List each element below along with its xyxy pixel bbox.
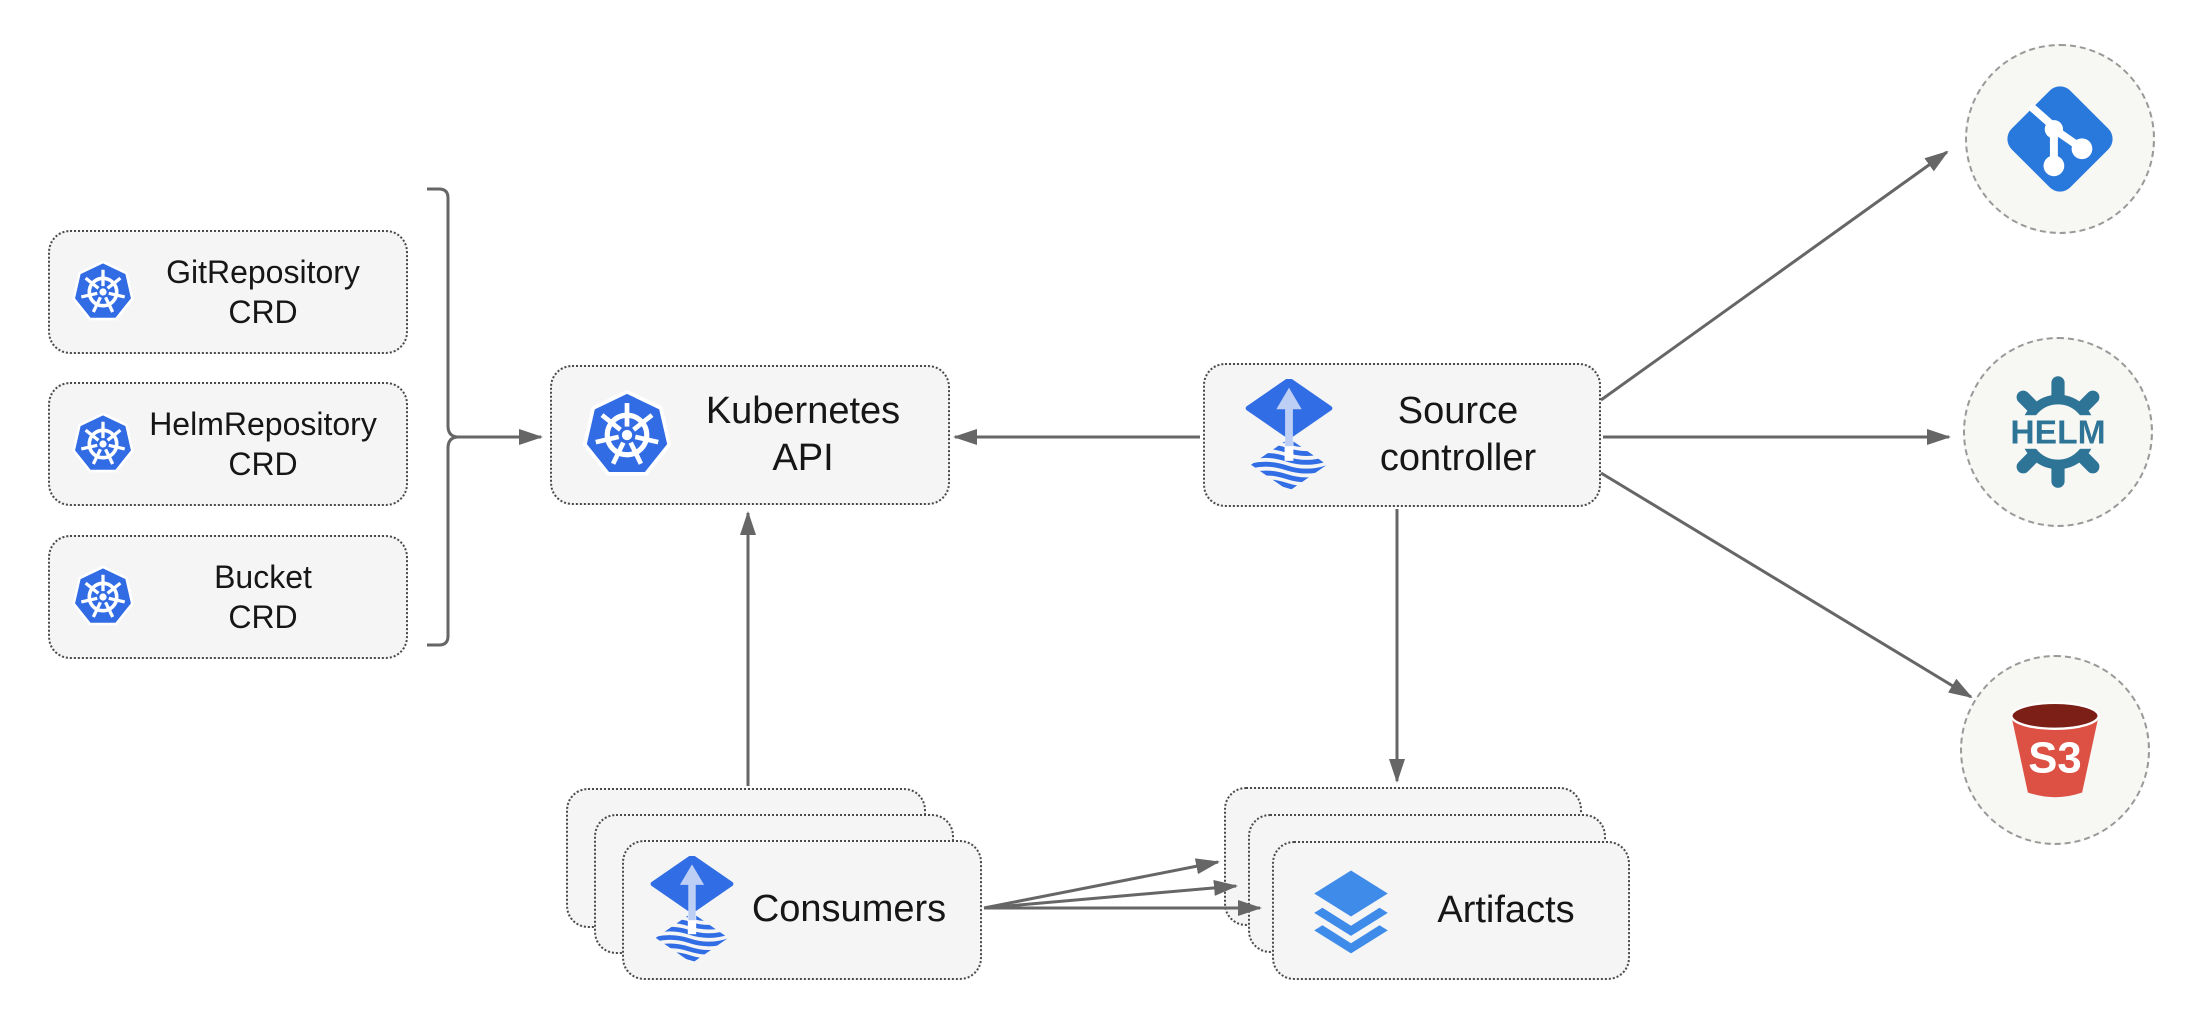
helm-label: HELM (2010, 414, 2105, 451)
node-helmrepository-crd: HelmRepository CRD (48, 382, 408, 506)
kubernetes-icon (580, 386, 674, 484)
s3-label: S3 (2028, 733, 2081, 782)
kubernetes-icon (70, 258, 136, 326)
crd-group-brace (427, 187, 458, 647)
node-consumers: Consumers (622, 840, 982, 980)
flux-icon (650, 856, 734, 964)
endpoint-git (1965, 44, 2155, 234)
source-controller-label: Source controller (1379, 389, 1537, 480)
gitrepository-crd-label: GitRepository CRD (166, 254, 360, 330)
helmrepository-crd-label: HelmRepository CRD (149, 406, 377, 482)
kubernetes-icon (70, 563, 136, 631)
node-artifacts: Artifacts (1272, 841, 1630, 980)
node-bucket-crd: Bucket CRD (48, 535, 408, 659)
node-gitrepository-crd: GitRepository CRD (48, 230, 408, 354)
node-source-controller: Source controller (1203, 363, 1601, 507)
endpoint-s3: S3 (1960, 655, 2150, 845)
endpoint-helm: HELM (1963, 337, 2153, 527)
kubernetes-icon (70, 410, 136, 478)
flux-icon (1245, 379, 1333, 492)
consumers-label: Consumers (751, 888, 947, 931)
bucket-crd-label: Bucket CRD (214, 559, 312, 635)
git-icon (1999, 78, 2121, 200)
artifacts-label: Artifacts (1437, 888, 1575, 931)
helm-icon: HELM (1998, 372, 2118, 492)
s3-icon: S3 (1996, 691, 2114, 809)
node-kubernetes-api: Kubernetes API (550, 365, 950, 505)
kubernetes-api-label: Kubernetes API (705, 389, 901, 480)
layers-icon (1302, 865, 1400, 957)
